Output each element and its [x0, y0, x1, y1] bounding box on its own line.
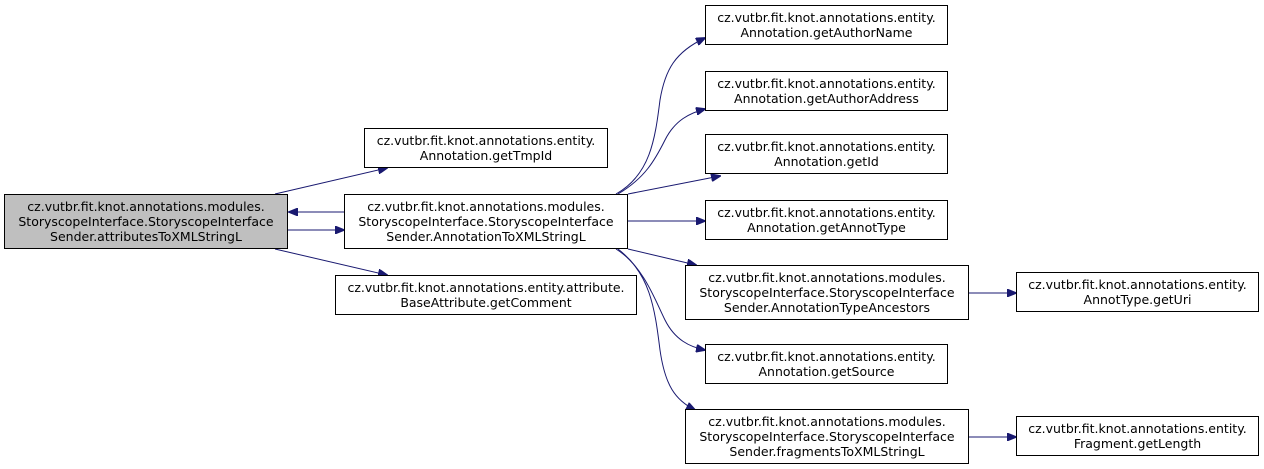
node-label-line: BaseAttribute.getComment: [400, 295, 572, 310]
node-label-line: Annotation.getAuthorAddress: [734, 91, 919, 106]
node-label-line: Annotation.getAuthorName: [740, 25, 913, 40]
node-label-line: AnnotType.getUri: [1083, 292, 1192, 307]
node-get-comment[interactable]: cz.vutbr.fit.knot.annotations.entity.att…: [335, 275, 637, 315]
node-label-line: cz.vutbr.fit.knot.annotations.modules.: [708, 414, 946, 429]
edge-root-to-getComment: [274, 248, 387, 275]
node-label-line: Sender.fragmentsToXMLStringL: [729, 444, 925, 459]
node-label-line: cz.vutbr.fit.knot.annotations.entity.: [717, 10, 936, 25]
node-label-line: cz.vutbr.fit.knot.annotations.entity.: [376, 133, 596, 148]
node-label-line: StoryscopeInterface.StoryscopeInterface: [18, 214, 274, 229]
node-label-line: cz.vutbr.fit.knot.annotations.modules.: [708, 270, 946, 285]
node-get-author-address[interactable]: cz.vutbr.fit.knot.annotations.entity. An…: [705, 71, 948, 111]
node-label-line: StoryscopeInterface.StoryscopeInterface: [699, 285, 955, 300]
edge-root-to-getTmpId: [274, 168, 387, 195]
node-label-line: Fragment.getLength: [1073, 436, 1202, 451]
node-get-length[interactable]: cz.vutbr.fit.knot.annotations.entity. Fr…: [1016, 416, 1259, 456]
node-label-line: cz.vutbr.fit.knot.annotations.modules.: [367, 199, 605, 214]
node-label-line: Sender.AnnotationTypeAncestors: [723, 300, 931, 315]
node-label-line: Annotation.getSource: [758, 364, 895, 379]
node-annotation-type-ancestors[interactable]: cz.vutbr.fit.knot.annotations.modules. S…: [685, 265, 969, 320]
node-get-annot-type[interactable]: cz.vutbr.fit.knot.annotations.entity. An…: [705, 200, 948, 240]
node-get-author-name[interactable]: cz.vutbr.fit.knot.annotations.entity. An…: [705, 5, 948, 45]
node-get-uri[interactable]: cz.vutbr.fit.knot.annotations.entity. An…: [1016, 272, 1259, 312]
edge-annotationToXML-to-getAuthorName: [615, 38, 705, 195]
node-label-line: cz.vutbr.fit.knot.annotations.entity.: [717, 349, 936, 364]
node-label-line: cz.vutbr.fit.knot.annotations.entity.att…: [347, 280, 625, 295]
node-label-line: cz.vutbr.fit.knot.annotations.entity.: [717, 139, 936, 154]
edge-annotationToXML-to-typeAncestors: [627, 248, 696, 265]
node-attributes-to-xml-string: cz.vutbr.fit.knot.annotations.modules. S…: [4, 194, 288, 249]
node-get-source[interactable]: cz.vutbr.fit.knot.annotations.entity. An…: [705, 344, 948, 384]
edge-annotationToXML-to-getId: [627, 176, 720, 195]
node-label-line: Annotation.getAnnotType: [747, 220, 906, 235]
node-label-line: cz.vutbr.fit.knot.annotations.entity.: [1028, 277, 1247, 292]
node-label-line: Sender.AnnotationToXMLStringL: [386, 229, 586, 244]
node-label-line: cz.vutbr.fit.knot.annotations.entity.: [717, 76, 936, 91]
node-annotation-to-xml-string[interactable]: cz.vutbr.fit.knot.annotations.modules. S…: [344, 194, 628, 249]
node-fragments-to-xml-string[interactable]: cz.vutbr.fit.knot.annotations.modules. S…: [685, 409, 969, 464]
node-label-line: StoryscopeInterface.StoryscopeInterface: [358, 214, 614, 229]
node-label-line: cz.vutbr.fit.knot.annotations.modules.: [27, 199, 265, 214]
node-get-id[interactable]: cz.vutbr.fit.knot.annotations.entity. An…: [705, 134, 948, 174]
edge-annotationToXML-to-getAuthorAddress: [617, 109, 705, 195]
node-label-line: cz.vutbr.fit.knot.annotations.entity.: [1028, 421, 1247, 436]
node-label-line: Annotation.getId: [774, 154, 879, 169]
edge-annotationToXML-to-fragmentsToXML: [615, 248, 695, 410]
node-get-tmp-id[interactable]: cz.vutbr.fit.knot.annotations.entity. An…: [364, 128, 608, 168]
node-label-line: StoryscopeInterface.StoryscopeInterface: [699, 429, 955, 444]
node-label-line: Annotation.getTmpId: [419, 148, 553, 163]
node-label-line: cz.vutbr.fit.knot.annotations.entity.: [717, 205, 936, 220]
node-label-line: Sender.attributesToXMLStringL: [50, 229, 242, 244]
